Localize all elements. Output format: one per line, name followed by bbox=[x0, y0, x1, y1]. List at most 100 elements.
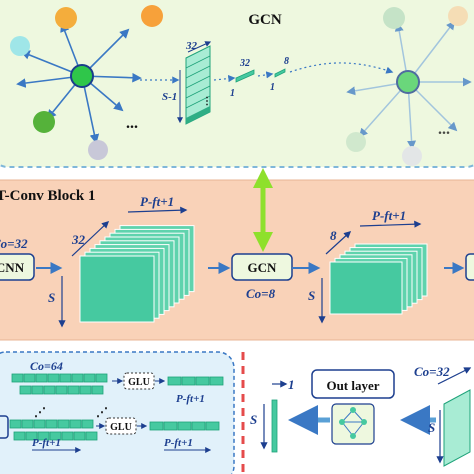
glu-conv-block bbox=[91, 385, 104, 395]
gcn-panel-title: GCN bbox=[248, 12, 282, 28]
graph-node bbox=[88, 140, 108, 160]
output-vector bbox=[271, 399, 278, 453]
tconv-block-title: T-Conv Block 1 bbox=[0, 188, 95, 204]
graph-center-node bbox=[396, 70, 420, 94]
glu-output-block bbox=[167, 376, 182, 386]
dim-arrow bbox=[437, 367, 472, 385]
edge-arrow bbox=[406, 20, 456, 84]
vector-dim-1: 1 bbox=[230, 88, 235, 99]
vector-dim-1b: 1 bbox=[270, 82, 275, 93]
left-graph: ... bbox=[10, 5, 163, 160]
graph-node bbox=[55, 7, 77, 29]
glu-output-block bbox=[191, 421, 206, 431]
glu-input-box-partial bbox=[0, 415, 9, 439]
glu-conv-block bbox=[67, 385, 80, 395]
tconv-block-panel: T-Conv Block 1 Co=32 CNN P-ft+1 32 S GCN… bbox=[0, 179, 474, 341]
glu-conv-block bbox=[69, 419, 82, 429]
feature-vector-32 bbox=[235, 69, 255, 83]
glu-conv-block bbox=[11, 373, 24, 383]
glu-top-box bbox=[123, 372, 155, 390]
feature-matrix bbox=[185, 45, 211, 125]
matrix-dots: ⋮ bbox=[202, 96, 212, 107]
glu-output-block bbox=[181, 376, 196, 386]
glu-conv-block bbox=[31, 385, 44, 395]
out-dim-s-right: S bbox=[428, 420, 435, 435]
feature-stack-2 bbox=[329, 243, 428, 315]
matrix-dim-s1: S-1 bbox=[162, 91, 177, 103]
glu-bottom-label: GLU bbox=[110, 422, 132, 433]
co-mid-label: Co=8 bbox=[246, 286, 276, 301]
glu-pft-top: P-ft+1 bbox=[176, 393, 205, 405]
graph-node bbox=[448, 6, 468, 26]
feature-map-layer bbox=[79, 255, 155, 323]
graph-node bbox=[10, 36, 30, 56]
right-graph: ... bbox=[346, 6, 472, 166]
out-dim-s: S bbox=[250, 412, 257, 427]
graph-node bbox=[346, 132, 366, 152]
glu-conv-block bbox=[61, 431, 74, 441]
glu-conv-block bbox=[71, 373, 84, 383]
dim-arrow bbox=[187, 41, 212, 53]
glu-conv-block bbox=[19, 385, 32, 395]
glu-output-block bbox=[177, 421, 192, 431]
dim-arrow bbox=[127, 206, 188, 214]
next-box-partial bbox=[465, 253, 474, 281]
dim-arrow bbox=[71, 221, 110, 257]
stack2-dim-top: P-ft+1 bbox=[372, 208, 406, 223]
glu-output-block bbox=[195, 376, 210, 386]
glu-conv-block bbox=[57, 419, 70, 429]
glu-top-label: GLU bbox=[128, 377, 150, 388]
vector-dim-32: 32 bbox=[239, 58, 250, 69]
stack2-dim-s: S bbox=[308, 288, 315, 303]
out-layer-label: Out layer bbox=[326, 378, 379, 393]
flow-arrow bbox=[257, 71, 274, 79]
dim-arrow bbox=[325, 231, 352, 255]
output-panel: 1 S Out layer Co=32 S bbox=[250, 364, 472, 467]
glu-conv-block bbox=[85, 431, 98, 441]
cnn-box bbox=[0, 253, 35, 281]
graph-node bbox=[402, 146, 422, 166]
glu-conv-block bbox=[55, 385, 68, 395]
neural-net-icon-graph bbox=[339, 407, 367, 439]
glu-output-block bbox=[149, 421, 164, 431]
glu-conv-block bbox=[35, 373, 48, 383]
glu-conv-block bbox=[73, 431, 86, 441]
feature-stack-1 bbox=[79, 225, 195, 323]
glu-block-rows bbox=[9, 373, 224, 441]
flow-arrow bbox=[213, 74, 236, 83]
output-input-tensor bbox=[443, 389, 471, 467]
glu-conv-block bbox=[81, 419, 94, 429]
graph-center-node bbox=[70, 64, 94, 88]
stack2-dim-8: 8 bbox=[330, 228, 337, 243]
vector-dim-8: 8 bbox=[284, 56, 289, 67]
glu-conv-block bbox=[33, 419, 46, 429]
co-input-label: Co=32 bbox=[0, 236, 28, 251]
out-co-label: Co=32 bbox=[414, 364, 450, 379]
glu-output-block bbox=[209, 376, 224, 386]
left-graph-ellipsis: ... bbox=[126, 115, 138, 132]
glu-pft-bottom-left: P-ft+1 bbox=[32, 437, 61, 449]
gcn-panel: GCN ... bbox=[0, 0, 474, 168]
feature-vector-8 bbox=[274, 68, 286, 78]
stack1-dim-top: P-ft+1 bbox=[140, 194, 174, 209]
graph-node bbox=[141, 5, 163, 27]
right-graph-ellipsis: ... bbox=[438, 121, 450, 138]
flow-arrow bbox=[289, 62, 394, 74]
glu-conv-block bbox=[13, 431, 26, 441]
glu-dots: ⋰ bbox=[34, 405, 46, 419]
glu-conv-block bbox=[45, 419, 58, 429]
glu-bottom-box bbox=[105, 417, 137, 435]
glu-output-block bbox=[205, 421, 220, 431]
graph-node bbox=[383, 7, 405, 29]
glu-conv-block bbox=[47, 373, 60, 383]
glu-conv-block bbox=[25, 431, 38, 441]
glu-conv-block bbox=[9, 419, 22, 429]
glu-panel: Co=64 GLU GLU P-ft+1 P-ft+1 P-ft+1 ⋰ ⋰ bbox=[0, 351, 235, 474]
feature-map-layer bbox=[329, 261, 403, 315]
glu-conv-block bbox=[83, 373, 96, 383]
glu-dots: ⋰ bbox=[96, 405, 108, 419]
glu-conv-block bbox=[21, 419, 34, 429]
stack1-dim-s: S bbox=[48, 290, 55, 305]
graph-node bbox=[33, 111, 55, 133]
